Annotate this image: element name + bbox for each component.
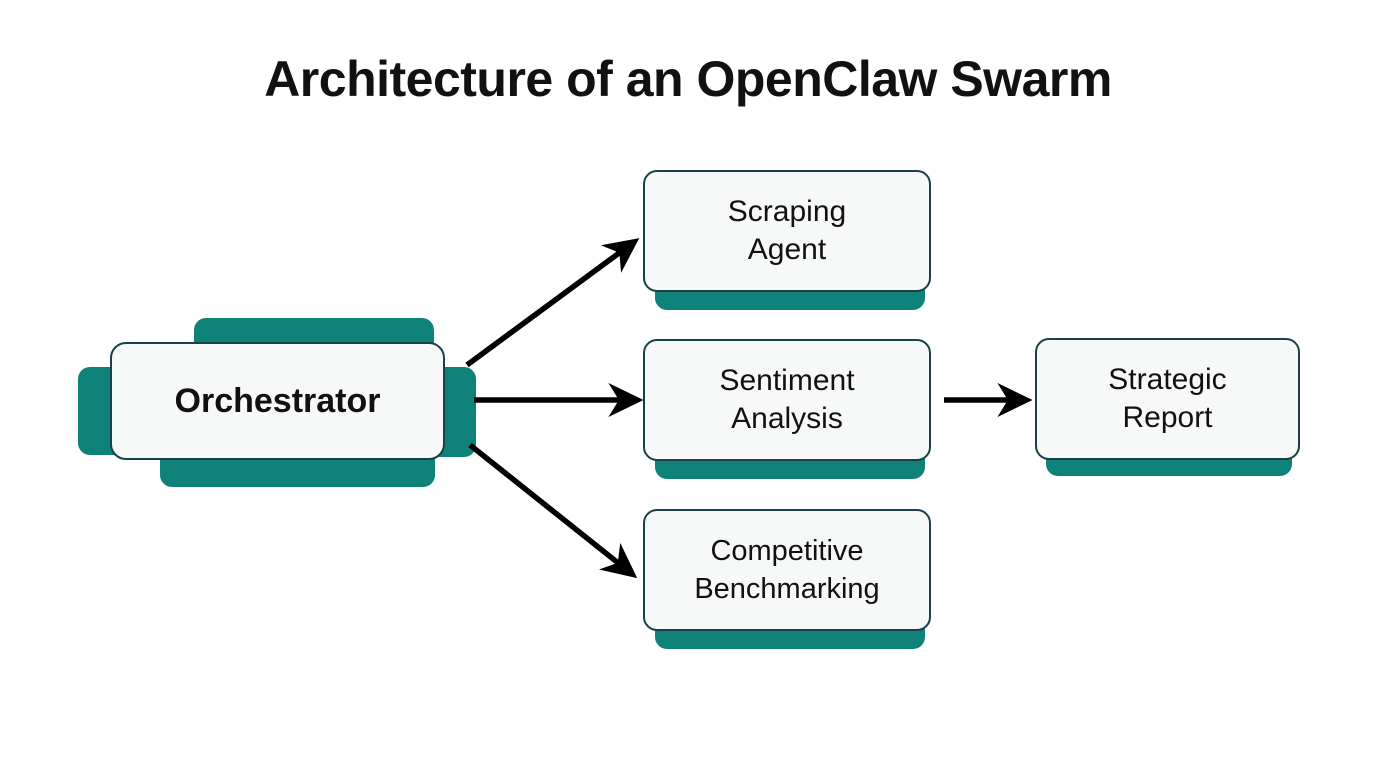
sentiment-analysis-card[interactable]: Sentiment Analysis (643, 339, 931, 461)
scraping-agent-label: Scraping Agent (718, 193, 856, 269)
competitive-benchmarking-slab (655, 627, 925, 649)
strategic-report-label-line2: Report (1122, 401, 1213, 434)
orchestrator-card[interactable]: Orchestrator (110, 342, 445, 460)
arrow-orchestrator-to-scraping-agent (465, 238, 640, 368)
sentiment-analysis-label-line2: Analysis (731, 402, 843, 435)
arrow-orchestrator-to-competitive-benchmarking (468, 442, 638, 579)
sentiment-analysis-label: Sentiment Analysis (709, 362, 864, 438)
orchestrator-label: Orchestrator (174, 382, 381, 420)
competitive-benchmarking-label-line2: Benchmarking (694, 573, 880, 605)
competitive-benchmarking-label-line1: Competitive (710, 535, 864, 567)
competitive-benchmarking-label: Competitive Benchmarking (684, 532, 889, 608)
scraping-agent-card[interactable]: Scraping Agent (643, 170, 931, 292)
scraping-agent-label-line1: Scraping (727, 195, 847, 228)
page-title: Architecture of an OpenClaw Swarm (264, 51, 1112, 107)
scraping-agent-slab (655, 288, 925, 310)
strategic-report-slab (1046, 456, 1292, 476)
competitive-benchmarking-card[interactable]: Competitive Benchmarking (643, 509, 931, 631)
strategic-report-label-line1: Strategic (1108, 363, 1227, 396)
strategic-report-card[interactable]: Strategic Report (1035, 338, 1300, 460)
sentiment-analysis-label-line1: Sentiment (719, 364, 855, 397)
sentiment-analysis-slab (655, 457, 925, 479)
scraping-agent-label-line2: Agent (747, 233, 827, 266)
strategic-report-label: Strategic Report (1098, 361, 1236, 437)
